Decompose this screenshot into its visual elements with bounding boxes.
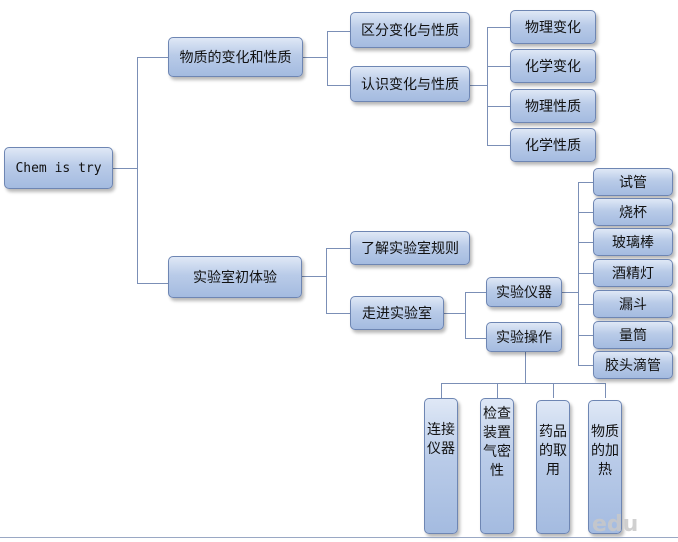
node-lab-rules: 了解实验室规则 xyxy=(350,231,470,265)
leaf-physical-change: 物理变化 xyxy=(510,10,596,44)
leaf-beaker: 烧杯 xyxy=(593,198,673,226)
leaf-physical-property: 物理性质 xyxy=(510,89,596,123)
op-heat-substance: 物质的加热 xyxy=(588,400,622,534)
leaf-test-tube: 试管 xyxy=(593,168,673,196)
node-distinguish: 区分变化与性质 xyxy=(350,12,470,48)
node-lab-instruments: 实验仪器 xyxy=(486,277,562,307)
leaf-funnel: 漏斗 xyxy=(593,290,673,318)
watermark: edu xyxy=(592,512,639,537)
op-connect-instruments: 连接仪器 xyxy=(424,398,458,534)
leaf-dropper: 胶头滴管 xyxy=(593,351,673,379)
node-enter-lab: 走进实验室 xyxy=(350,296,444,330)
branch-node-changes-properties: 物质的变化和性质 xyxy=(168,37,303,77)
node-understand: 认识变化与性质 xyxy=(350,66,470,102)
node-lab-operations: 实验操作 xyxy=(486,322,562,352)
leaf-measuring-cylinder: 量筒 xyxy=(593,321,673,349)
leaf-alcohol-lamp: 酒精灯 xyxy=(593,259,673,287)
leaf-chemical-property: 化学性质 xyxy=(510,128,596,162)
root-node: Chem is try xyxy=(4,147,113,189)
bottom-rule xyxy=(0,537,678,538)
leaf-chemical-change: 化学变化 xyxy=(510,49,596,83)
leaf-glass-rod: 玻璃棒 xyxy=(593,228,673,256)
op-check-airtightness: 检查装置气密性 xyxy=(480,398,514,534)
branch-node-lab-experience: 实验室初体验 xyxy=(168,256,302,298)
op-take-reagents: 药品的取用 xyxy=(536,400,570,534)
